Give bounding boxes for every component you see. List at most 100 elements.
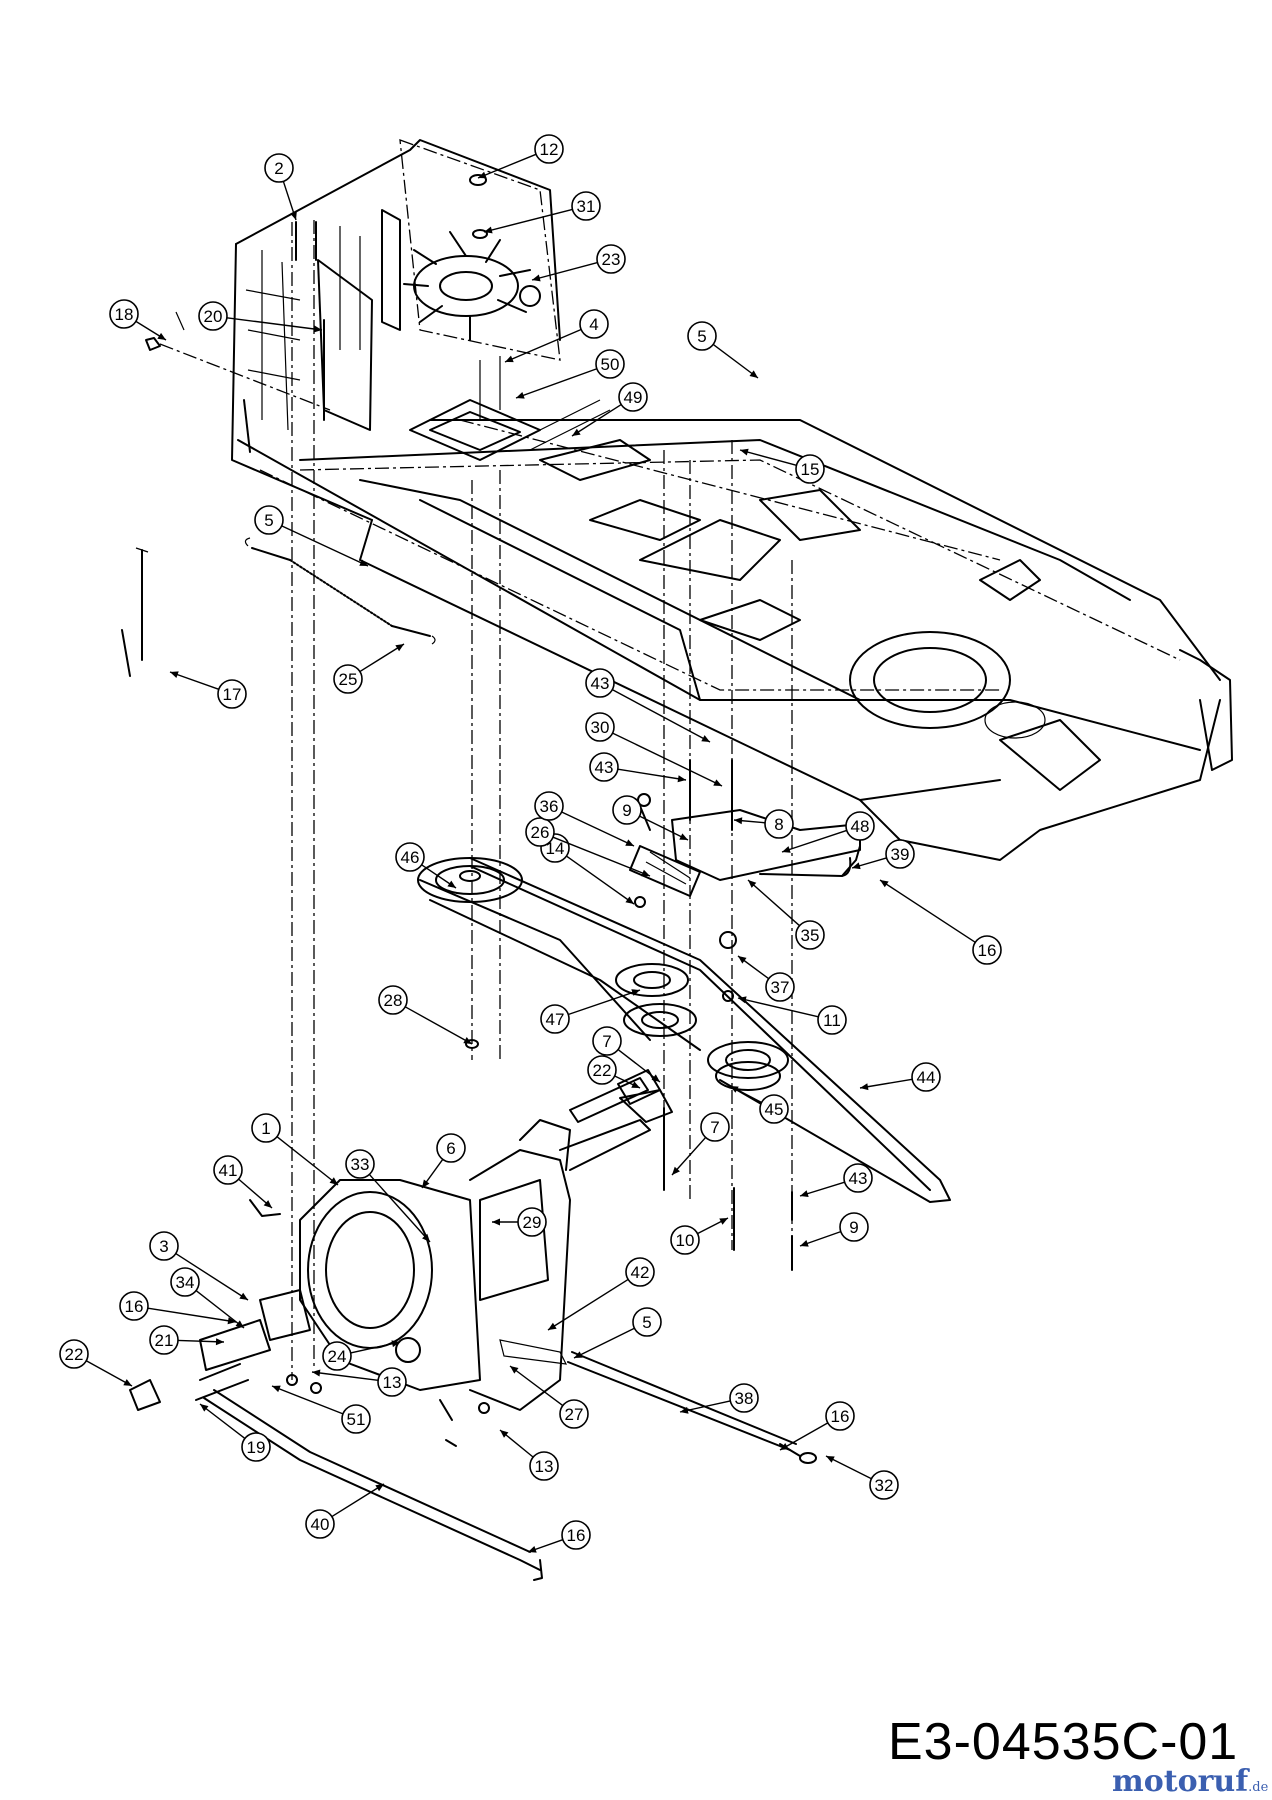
- leader-arrowhead: [625, 896, 634, 904]
- callout-5: 5: [687, 321, 759, 379]
- leader-line: [566, 855, 635, 905]
- callout-16: 16: [527, 1520, 591, 1553]
- leader-line: [573, 1327, 635, 1359]
- callout-circle: [764, 809, 794, 839]
- leader-arrowhead: [730, 1086, 739, 1093]
- callout-circle: [585, 668, 615, 698]
- part-number-label: 5: [642, 1313, 651, 1332]
- leader-line: [639, 815, 689, 841]
- leader-line: [712, 343, 759, 379]
- drawing-number: E3-04535C-01: [888, 1713, 1239, 1771]
- callout-42: 42: [547, 1257, 655, 1331]
- callout-circle: [579, 309, 609, 339]
- part-number-label: 22: [65, 1345, 84, 1364]
- transaxle: [129, 1089, 673, 1447]
- leader-line: [617, 1049, 661, 1083]
- part-number-label: 34: [176, 1273, 195, 1292]
- leader-arrowhead: [532, 274, 541, 282]
- part-number-label: 46: [401, 848, 420, 867]
- callout-circle: [592, 1026, 622, 1056]
- callout-9: 9: [799, 1212, 869, 1247]
- callout-circle: [687, 321, 717, 351]
- part-number-label: 20: [204, 307, 223, 326]
- callout-circle: [759, 1094, 789, 1124]
- callout-circle: [729, 1383, 759, 1413]
- leader-line: [199, 1403, 246, 1440]
- leader-line: [747, 879, 800, 927]
- callout-circle: [700, 1112, 730, 1142]
- callout-circle: [264, 153, 294, 183]
- leader-arrowhead: [738, 956, 747, 964]
- input-shaft: [569, 1069, 661, 1123]
- part-number-label: 16: [125, 1297, 144, 1316]
- part-number-label: 37: [771, 978, 790, 997]
- callout-circle: [377, 1367, 407, 1397]
- leader-arrowhead: [391, 1340, 400, 1348]
- part-number-label: 26: [531, 823, 550, 842]
- callout-circle: [149, 1231, 179, 1261]
- part-number-label: 22: [593, 1061, 612, 1080]
- callout-14: 14: [540, 833, 635, 905]
- part-number-label: 7: [710, 1118, 719, 1137]
- callout-50: 50: [515, 349, 625, 399]
- part-number-label: 16: [567, 1526, 586, 1545]
- leader-arrowhead: [713, 779, 722, 786]
- callout-19: 19: [199, 1403, 271, 1462]
- callout-circle: [825, 1401, 855, 1431]
- leader-arrowhead: [631, 1081, 640, 1088]
- leader-arrowhead: [740, 448, 749, 456]
- callout-circle: [972, 935, 1002, 965]
- leader-line: [561, 811, 635, 847]
- callout-11: 11: [737, 996, 847, 1035]
- leader-arrowhead: [680, 1406, 689, 1414]
- leader-arrowhead: [516, 391, 525, 399]
- leader-line: [547, 1278, 629, 1331]
- leader-arrowhead: [548, 1322, 557, 1330]
- linkage-rod: [121, 547, 149, 677]
- leader-arrowhead: [447, 880, 456, 888]
- part-number-label: 49: [624, 388, 643, 407]
- part-number-label: 38: [735, 1389, 754, 1408]
- part-number-label: 30: [591, 718, 610, 737]
- leader-line: [781, 829, 847, 853]
- leader-arrowhead: [826, 1456, 835, 1463]
- callout-circle: [534, 791, 564, 821]
- callout-41: 41: [213, 1155, 273, 1209]
- callout-38: 38: [679, 1383, 759, 1414]
- leader-line: [226, 317, 323, 331]
- leader-arrowhead: [800, 1190, 809, 1197]
- callout-18: 18: [109, 299, 167, 341]
- leader-arrowhead: [375, 1484, 384, 1492]
- callout-9: 9: [612, 795, 689, 841]
- part-number-label: 15: [801, 460, 820, 479]
- callout-circle: [251, 1113, 281, 1143]
- leader-arrowhead: [679, 833, 688, 840]
- cooling-fan: [403, 174, 541, 341]
- leader-line: [531, 261, 598, 281]
- leader-line: [276, 1136, 339, 1186]
- callout-35: 35: [747, 879, 825, 950]
- leader-arrowhead: [239, 1292, 248, 1300]
- leader-arrowhead: [395, 644, 404, 652]
- callout-13: 13: [311, 1367, 407, 1397]
- part-number-label: 10: [676, 1231, 695, 1250]
- callout-37: 37: [737, 955, 795, 1002]
- part-number-label: 43: [595, 758, 614, 777]
- callout-16: 16: [779, 1401, 855, 1451]
- callout-13: 13: [499, 1429, 559, 1481]
- watermark-tld: .de: [1248, 1780, 1269, 1795]
- leader-arrowhead: [574, 1351, 583, 1358]
- callout-circle: [378, 985, 408, 1015]
- part-number-label: 44: [917, 1068, 936, 1087]
- leader-arrowhead: [780, 1443, 789, 1450]
- part-number-label: 42: [631, 1263, 650, 1282]
- leader-line: [483, 208, 573, 233]
- shift-rods: [203, 1351, 817, 1581]
- callout-circle: [885, 839, 915, 869]
- part-number-label: 17: [223, 685, 242, 704]
- callout-5: 5: [573, 1307, 662, 1359]
- leader-arrowhead: [313, 325, 322, 333]
- leader-arrowhead: [478, 171, 487, 179]
- leader-arrowhead: [677, 775, 686, 783]
- leader-arrowhead: [748, 880, 757, 888]
